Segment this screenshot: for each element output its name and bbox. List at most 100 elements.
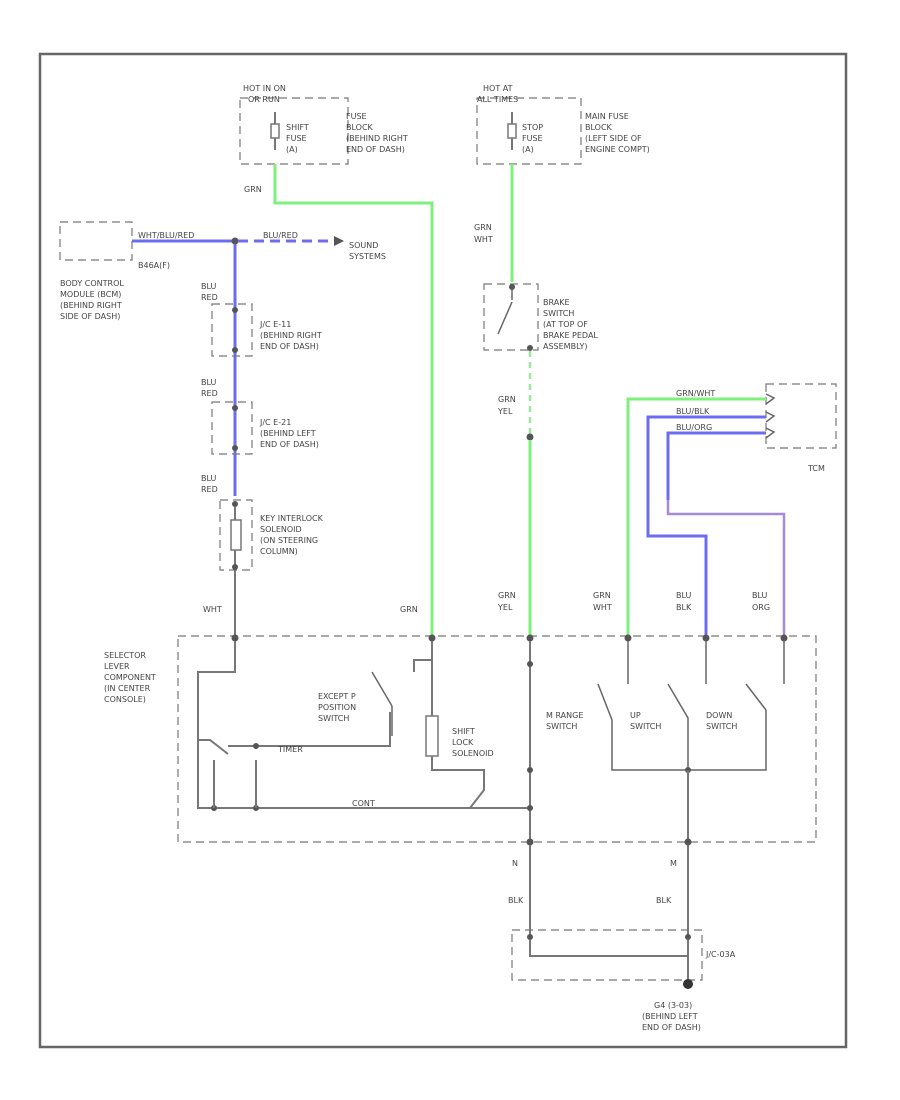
grn-yel-label-1b: YEL xyxy=(497,407,513,416)
hot-run-label: HOT IN ON xyxy=(243,84,286,93)
jc-e11-line-1: J/C E-11 xyxy=(259,320,291,329)
shift-lock-line-2: LOCK xyxy=(452,738,474,747)
bcm-box xyxy=(59,221,133,261)
blu-red-label-1b: RED xyxy=(201,293,218,302)
fuse-block-line-3: (BEHIND RIGHT xyxy=(346,134,408,143)
brake-switch-pin-top xyxy=(509,284,515,290)
jc-e21-line-2: (BEHIND LEFT xyxy=(260,429,316,438)
blu-red-label-2a: BLU xyxy=(201,378,217,387)
grn-label-top: GRN xyxy=(244,185,262,194)
sound-systems-line-2: SYSTEMS xyxy=(349,252,386,261)
except-p-line-2: POSITION xyxy=(318,703,356,712)
grn-label-mid: GRN xyxy=(400,605,418,614)
jc-e11-box xyxy=(211,303,253,357)
diagram-frame xyxy=(38,52,848,1049)
blu-blk-lower-1: BLU xyxy=(676,591,692,600)
splice-bcm xyxy=(231,237,239,245)
selector-line-3: COMPONENT xyxy=(104,673,156,682)
brake-switch-line-3: (AT TOP OF xyxy=(543,320,588,329)
blu-blk-tcm-wire xyxy=(646,415,766,636)
brake-switch-pin-bottom xyxy=(527,345,533,351)
main-fuse-line-3: (LEFT SIDE OF xyxy=(585,134,642,143)
blu-org-tcm-wire-upper xyxy=(666,431,766,500)
shift-lock-lead xyxy=(413,641,433,716)
bcm-line-3: (BEHIND RIGHT xyxy=(60,301,122,310)
internal-node-gy3 xyxy=(527,805,533,811)
up-switch-contact xyxy=(667,641,707,770)
pin-grn-yel xyxy=(526,634,534,642)
sound-systems-line-1: SOUND xyxy=(349,241,378,250)
tcm-wire2-label: BLU/BLK xyxy=(676,407,710,416)
shift-fuse-line-2: FUSE xyxy=(286,134,307,143)
main-fuse-line-1: MAIN FUSE xyxy=(585,112,629,121)
ground-line-3: END OF DASH) xyxy=(642,1023,701,1032)
brake-switch-contact xyxy=(497,290,513,335)
jc-e21-line-3: END OF DASH) xyxy=(260,440,319,449)
ground-icon xyxy=(683,979,693,989)
except-p-line-3: SWITCH xyxy=(318,714,349,723)
stop-fuse-line-3: (A) xyxy=(522,145,534,154)
bcm-line-2: MODULE (BCM) xyxy=(60,290,121,299)
m-range-switch-contact xyxy=(597,641,767,771)
ground-line-2: (BEHIND LEFT xyxy=(642,1012,698,1021)
pin-wht xyxy=(231,634,239,642)
internal-timer-run xyxy=(198,712,391,755)
internal-node-3 xyxy=(253,743,259,749)
jc-e11-pin-b xyxy=(232,347,238,353)
jc-bottom-box xyxy=(511,929,703,981)
jc-bottom-pin-a xyxy=(527,934,533,940)
shift-lock-line-1: SHIFT xyxy=(452,727,475,736)
wht-label: WHT xyxy=(203,605,222,614)
down-switch-contact xyxy=(745,641,785,711)
selector-lever-box xyxy=(177,635,817,843)
grn-wire-shift xyxy=(273,164,434,636)
internal-wht-run xyxy=(197,641,530,809)
grn-wht-lower-1: GRN xyxy=(593,591,611,600)
internal-node-gy2 xyxy=(527,767,533,773)
blu-red-label-3a: BLU xyxy=(201,474,217,483)
grn-wht-lower-2: WHT xyxy=(593,603,612,612)
blu-red-label-1a: BLU xyxy=(201,282,217,291)
blk-label-left: BLK xyxy=(508,896,524,905)
pin-n xyxy=(526,838,534,846)
main-fuse-line-2: BLOCK xyxy=(585,123,613,132)
key-interlock-group: KEY INTERLOCK SOLENOID (ON STEERING COLU… xyxy=(219,499,324,571)
blu-org-lower-1: BLU xyxy=(752,591,768,600)
internal-label-timer: TIMER xyxy=(277,745,303,754)
fuse-element xyxy=(270,123,280,139)
sound-arrow-icon xyxy=(334,236,344,246)
jc-e11-group: J/C E-11 (BEHIND RIGHT END OF DASH) xyxy=(211,303,322,357)
coil-icon xyxy=(230,519,242,551)
jc-e21-box xyxy=(211,401,253,455)
jc-e11-pin-a xyxy=(232,307,238,313)
sound-wire-label: BLU/RED xyxy=(263,231,298,240)
grn-yel-label-2b: YEL xyxy=(497,603,513,612)
internal-verticals xyxy=(213,760,257,808)
jc-bottom-group: J/C-03A xyxy=(511,929,736,982)
key-interlock-line-2: SOLENOID xyxy=(260,525,302,534)
shift-fuse-line-3: (A) xyxy=(286,145,298,154)
pin-blu-blk xyxy=(702,634,710,642)
fuse-block-group: HOT IN ON OR RUN SHIFT FUSE (A) FUSE BLO… xyxy=(239,84,408,165)
bcm-line-4: SIDE OF DASH) xyxy=(60,312,120,321)
pin-blu-org xyxy=(780,634,788,642)
fuse-block-line-2: BLOCK xyxy=(346,123,374,132)
blu-blk-lower-2: BLK xyxy=(676,603,692,612)
brake-switch-line-4: BRAKE PEDAL xyxy=(543,331,598,340)
m-range-line-2: SWITCH xyxy=(546,722,577,731)
pin-m xyxy=(684,838,692,846)
selector-line-5: CONSOLE) xyxy=(104,695,146,704)
tcm-label: TCM xyxy=(807,464,825,473)
bcm-connector: B46A(F) xyxy=(138,261,170,270)
internal-node-gy1 xyxy=(527,661,533,667)
brake-switch-box xyxy=(483,283,539,351)
fuse-block-line-1: FUSE xyxy=(346,112,367,121)
brake-switch-line-2: SWITCH xyxy=(543,309,574,318)
stop-fuse-line-2: FUSE xyxy=(522,134,543,143)
brake-switch-group: BRAKE SWITCH (AT TOP OF BRAKE PEDAL ASSE… xyxy=(483,283,598,351)
jc-bottom-label: J/C-03A xyxy=(705,950,736,959)
key-interlock-pin-b xyxy=(232,564,238,570)
selector-line-4: (IN CENTER xyxy=(104,684,151,693)
tcm-pins-icon xyxy=(765,393,776,439)
jc-e21-pin-b xyxy=(232,445,238,451)
